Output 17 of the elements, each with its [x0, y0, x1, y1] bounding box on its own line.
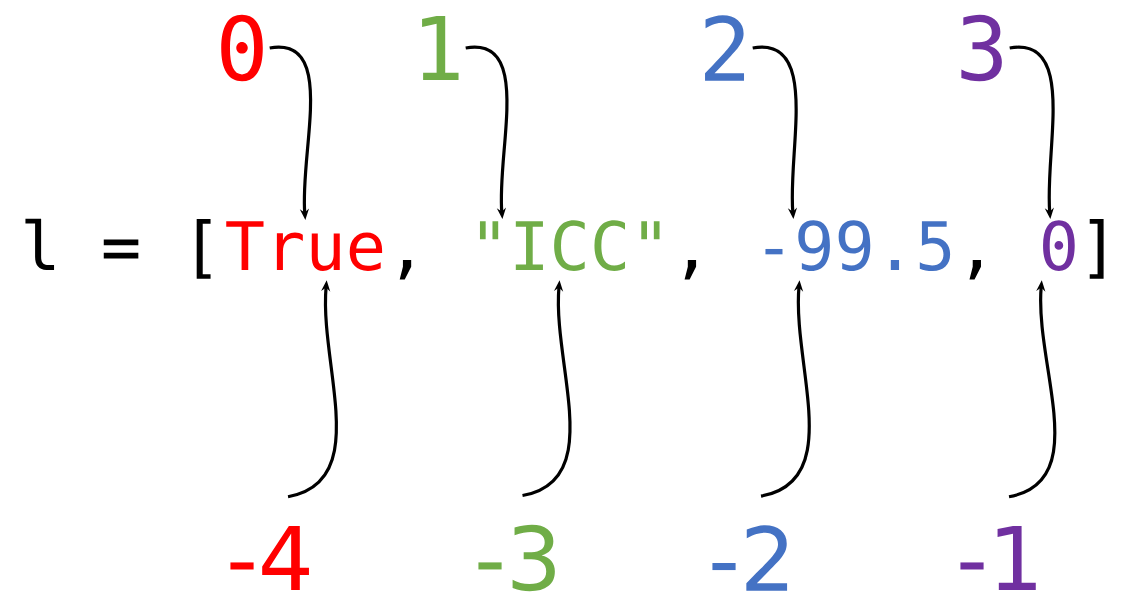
- code-text: ]: [1089, 219, 1104, 279]
- negative-index-number: -3: [478, 524, 555, 592]
- negative-index-number: -2: [712, 525, 788, 591]
- code-element: 0: [1043, 220, 1075, 271]
- code-element: True: [226, 221, 383, 271]
- code-element: -99.5: [765, 220, 951, 271]
- code-text: ,: [684, 260, 697, 280]
- code-text: ,: [969, 260, 981, 280]
- code-text: ,: [399, 260, 412, 280]
- negative-index-number: -4: [230, 525, 309, 591]
- code-text: l = [: [25, 218, 211, 279]
- index-number: 2: [705, 15, 744, 81]
- index-number: 1: [422, 15, 459, 81]
- index-number: 0: [221, 14, 263, 82]
- code-element: "ICC": [479, 220, 660, 271]
- negative-index-number: -1: [960, 525, 1036, 591]
- index-number: 3: [961, 14, 1002, 82]
